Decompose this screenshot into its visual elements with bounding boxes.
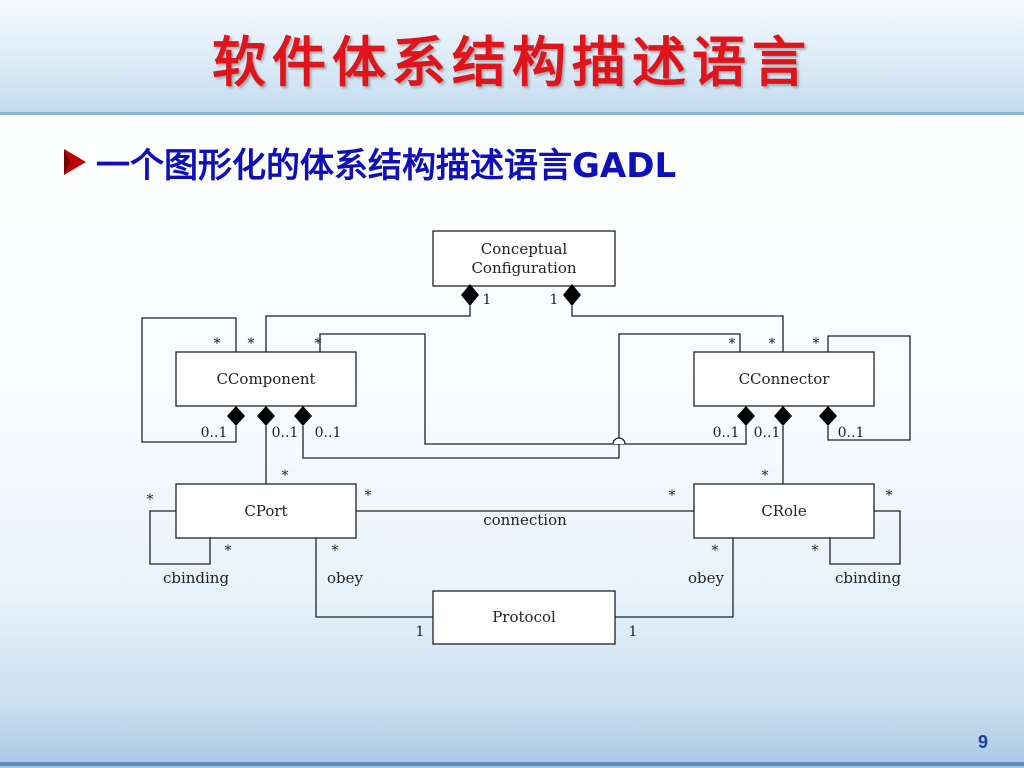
multiplicity: *	[669, 488, 676, 504]
arrow-bullet-icon	[64, 149, 86, 175]
protocol-label: Protocol	[492, 608, 556, 626]
composition-diamond	[257, 406, 275, 426]
multiplicity: *	[813, 336, 820, 352]
multiplicity: *	[147, 492, 154, 508]
composition-diamond	[461, 284, 479, 306]
multiplicity: *	[762, 468, 769, 484]
multiplicity: *	[365, 488, 372, 504]
conceptual-configuration-box	[432, 230, 616, 287]
multiplicity: 0..1	[713, 425, 740, 441]
role-self-loop	[829, 510, 901, 565]
page-number: 9	[977, 732, 988, 752]
config-component-link	[265, 306, 471, 352]
multiplicity: 1	[483, 292, 492, 308]
port-obey-label: obey	[327, 569, 364, 587]
multiplicity: 0..1	[315, 425, 342, 441]
multiplicity: *	[332, 543, 339, 559]
multiplicity: 1	[550, 292, 559, 308]
multiplicity: *	[812, 543, 819, 559]
conceptual-configuration-label-line2: Configuration	[471, 259, 576, 277]
role-obey-label: obey	[688, 569, 725, 587]
multiplicity: *	[214, 336, 221, 352]
multiplicity: *	[282, 468, 289, 484]
conceptual-configuration-label-line1: Conceptual	[481, 240, 568, 258]
multiplicity: *	[225, 543, 232, 559]
crole-label: CRole	[761, 502, 807, 520]
ccomponent-label: CComponent	[216, 370, 315, 388]
composition-diamond	[294, 406, 312, 426]
composition-diamond	[819, 406, 837, 426]
component-self-loop	[141, 317, 237, 443]
title-band	[0, 0, 1024, 115]
multiplicity: 1	[629, 624, 638, 640]
protocol-box	[432, 590, 616, 645]
connector-component-link	[302, 333, 741, 459]
composition-diamond	[563, 284, 581, 306]
cport-label: CPort	[244, 502, 287, 520]
multiplicity: *	[886, 488, 893, 504]
config-connector-link	[571, 306, 784, 352]
composition-diamond	[737, 406, 755, 426]
multiplicity: 0..1	[201, 425, 228, 441]
role-cbinding-label: cbinding	[835, 569, 902, 587]
port-cbinding-label: cbinding	[163, 569, 230, 587]
multiplicity: 0..1	[272, 425, 299, 441]
composition-diamond	[227, 406, 245, 426]
multiplicity: 1	[416, 624, 425, 640]
connection-label: connection	[483, 511, 567, 529]
multiplicity: *	[769, 336, 776, 352]
composition-diamond	[774, 406, 792, 426]
bullet-text: 一个图形化的体系结构描述语言GADL	[96, 145, 677, 186]
port-self-loop	[149, 510, 211, 565]
multiplicity: *	[248, 336, 255, 352]
multiplicity: *	[315, 336, 322, 352]
cconnector-box	[693, 351, 875, 407]
slide-title: 软件体系结构描述语言	[212, 31, 812, 94]
role-obey-link	[615, 538, 734, 618]
footer-line	[0, 762, 1024, 766]
cconnector-label: CConnector	[739, 370, 831, 388]
connector-self-loop	[827, 335, 911, 441]
line-crossing-hop	[612, 437, 626, 445]
bullet-item: 一个图形化的体系结构描述语言GADL	[62, 140, 677, 186]
multiplicity: 0..1	[754, 425, 781, 441]
port-obey-link	[315, 538, 433, 618]
multiplicity: *	[712, 543, 719, 559]
component-connector-link	[319, 333, 747, 445]
multiplicity: 0..1	[838, 425, 865, 441]
multiplicity: *	[729, 336, 736, 352]
